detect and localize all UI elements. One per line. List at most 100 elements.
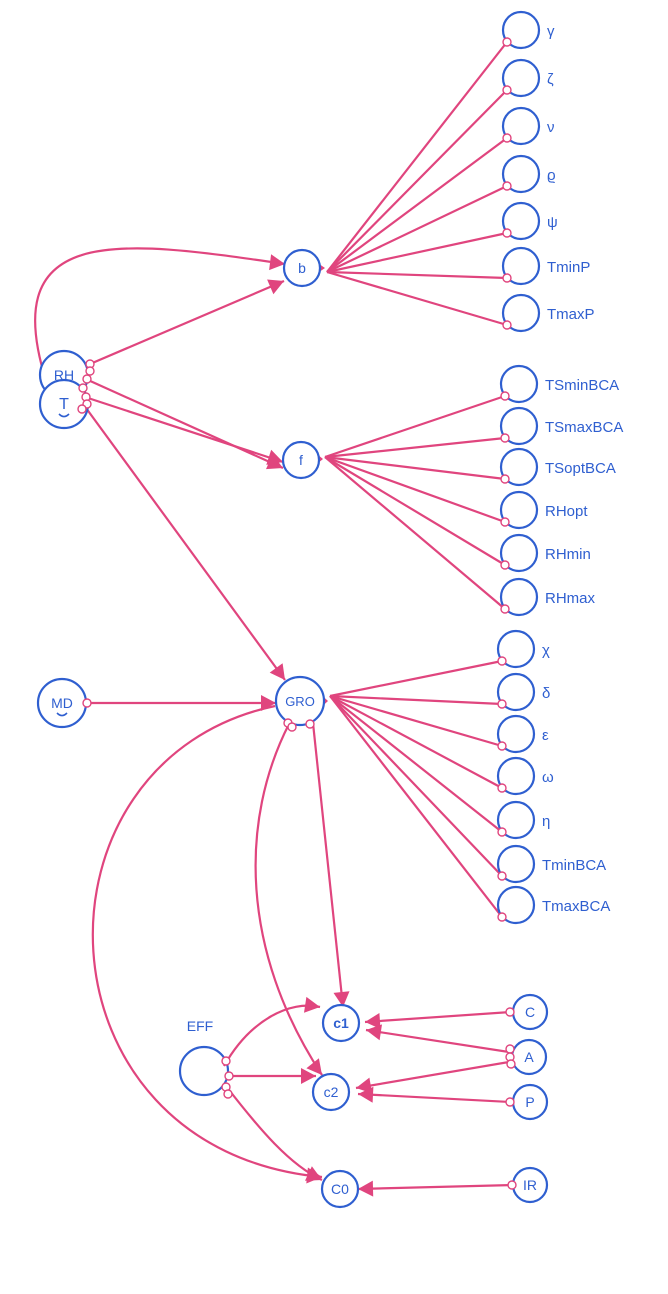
b-param-edge-4 bbox=[326, 185, 508, 273]
f-param-2[interactable]: TSmaxBCA bbox=[499, 406, 623, 446]
node-label: RH bbox=[54, 367, 74, 383]
node-label: b bbox=[298, 260, 306, 276]
node-c0[interactable]: C0 bbox=[320, 1169, 360, 1209]
node-c[interactable]: C bbox=[511, 993, 549, 1031]
eff-port bbox=[223, 1089, 233, 1099]
parameter-port bbox=[497, 741, 507, 751]
edge-md-to-gro-arrowhead bbox=[261, 695, 276, 711]
edge-eff-to-c0 bbox=[225, 1085, 323, 1181]
f-param-4[interactable]: RHopt bbox=[499, 490, 588, 530]
parameter-loop bbox=[496, 756, 536, 796]
eff-port bbox=[224, 1071, 234, 1081]
f-param-3[interactable]: TSoptBCA bbox=[499, 447, 616, 487]
f-param-1[interactable]: TSminBCA bbox=[499, 364, 619, 404]
edge-rh-to-b-arrowhead bbox=[267, 279, 284, 295]
parameter-label: TmaxP bbox=[547, 306, 595, 323]
node-label: c1 bbox=[333, 1015, 349, 1031]
parameter-loop bbox=[496, 672, 536, 712]
parameter-loop bbox=[496, 629, 536, 669]
input-port bbox=[505, 1044, 515, 1054]
edges-layer bbox=[34, 41, 514, 1191]
gro-param-edge-1 bbox=[329, 659, 503, 698]
edge-t-to-gro bbox=[85, 407, 286, 681]
edge-ir-to-c0 bbox=[357, 1183, 514, 1191]
parameter-loop bbox=[496, 844, 536, 884]
node-md[interactable]: MD bbox=[36, 677, 88, 729]
f-param-edge-5 bbox=[324, 456, 506, 566]
f-param-edge-1 bbox=[324, 394, 506, 459]
parameter-label: TSminBCA bbox=[545, 377, 619, 394]
b-param-3[interactable]: ν bbox=[501, 106, 555, 146]
f-param-5[interactable]: RHmin bbox=[499, 533, 591, 573]
edge-eff-to-c2-arrowhead bbox=[301, 1068, 316, 1084]
edge-t-to-gro-arrowhead bbox=[269, 663, 285, 680]
node-c2[interactable]: c2 bbox=[311, 1072, 351, 1112]
node-t[interactable]: T bbox=[38, 378, 90, 430]
b-param-edge-1 bbox=[326, 41, 508, 273]
parameter-loop bbox=[499, 490, 539, 530]
rh-port bbox=[85, 366, 95, 376]
b-param-edge-7 bbox=[326, 270, 508, 327]
rh-port bbox=[82, 374, 92, 384]
parameter-label: ν bbox=[547, 119, 555, 136]
b-param-5[interactable]: ψ bbox=[501, 201, 558, 241]
gro-param-3[interactable]: ε bbox=[496, 714, 549, 754]
edge-t-to-f-arrowhead bbox=[266, 449, 283, 465]
gro-param-5[interactable]: η bbox=[496, 800, 550, 840]
gro-param-4[interactable]: ω bbox=[496, 756, 554, 796]
gro-param-7[interactable]: TmaxBCA bbox=[496, 885, 610, 925]
parameter-label: δ bbox=[542, 685, 550, 702]
gro-param-2[interactable]: δ bbox=[496, 672, 550, 712]
b-param-7[interactable]: TmaxP bbox=[501, 293, 595, 333]
node-eff[interactable]: EFF bbox=[187, 1018, 213, 1034]
node-b[interactable]: b bbox=[282, 248, 322, 288]
b-param-1[interactable]: γ bbox=[501, 10, 555, 50]
parameter-label: RHopt bbox=[545, 503, 588, 520]
edge-c-to-c1 bbox=[364, 1010, 512, 1024]
b-param-2[interactable]: ζ bbox=[501, 58, 554, 98]
b-param-4[interactable]: ϱ bbox=[501, 154, 556, 194]
gro-param-1[interactable]: χ bbox=[496, 629, 550, 669]
gro-param-6[interactable]: TminBCA bbox=[496, 844, 606, 884]
node-circle bbox=[320, 1169, 360, 1209]
node-p[interactable]: P bbox=[511, 1083, 549, 1121]
b-param-edge-3 bbox=[326, 137, 508, 273]
parameter-port bbox=[500, 474, 510, 484]
f-param-edge-2 bbox=[324, 436, 506, 459]
input-port bbox=[506, 1059, 516, 1069]
smile-glyph bbox=[58, 413, 70, 418]
parameter-loop bbox=[499, 364, 539, 404]
edge-gro-to-c1 bbox=[311, 722, 345, 1008]
node-c1[interactable]: c1 bbox=[321, 1003, 361, 1043]
parameter-loop bbox=[501, 154, 541, 194]
f-param-edge-6 bbox=[324, 456, 506, 610]
node-label: P bbox=[525, 1094, 534, 1110]
parameter-label: η bbox=[542, 813, 550, 830]
node-gro[interactable]: GRO bbox=[274, 675, 326, 727]
node-ir[interactable]: IR bbox=[511, 1166, 549, 1204]
node-a[interactable]: A bbox=[510, 1038, 548, 1076]
b-param-edge-6 bbox=[326, 270, 508, 280]
node-f[interactable]: f bbox=[281, 440, 321, 480]
edge-gro-to-c2-arrowhead bbox=[306, 1058, 322, 1075]
parameter-label: ϱ bbox=[547, 167, 556, 184]
edge-eff-to-c0-arrowhead bbox=[305, 1166, 322, 1181]
parameter-port bbox=[497, 871, 507, 881]
f-param-6[interactable]: RHmax bbox=[499, 577, 596, 617]
eff-loop bbox=[178, 1045, 230, 1097]
node-circle bbox=[282, 248, 322, 288]
gro-param-edge-5 bbox=[329, 695, 503, 833]
edge-gro-to-c1-arrowhead bbox=[333, 991, 350, 1007]
parameter-label: TSoptBCA bbox=[545, 460, 616, 477]
parameter-loop bbox=[501, 201, 541, 241]
b-param-6[interactable]: TminP bbox=[501, 246, 590, 286]
gro-port bbox=[287, 722, 297, 732]
input-port bbox=[507, 1180, 517, 1190]
f-param-edge-3 bbox=[324, 455, 506, 481]
edge-p-to-c2-arrowhead bbox=[358, 1086, 374, 1103]
node-label: T bbox=[59, 396, 69, 413]
edge-a-to-c1-arrowhead bbox=[366, 1024, 382, 1041]
gro-param-edge-3 bbox=[329, 694, 503, 748]
edge-p-to-c2 bbox=[357, 1092, 511, 1104]
